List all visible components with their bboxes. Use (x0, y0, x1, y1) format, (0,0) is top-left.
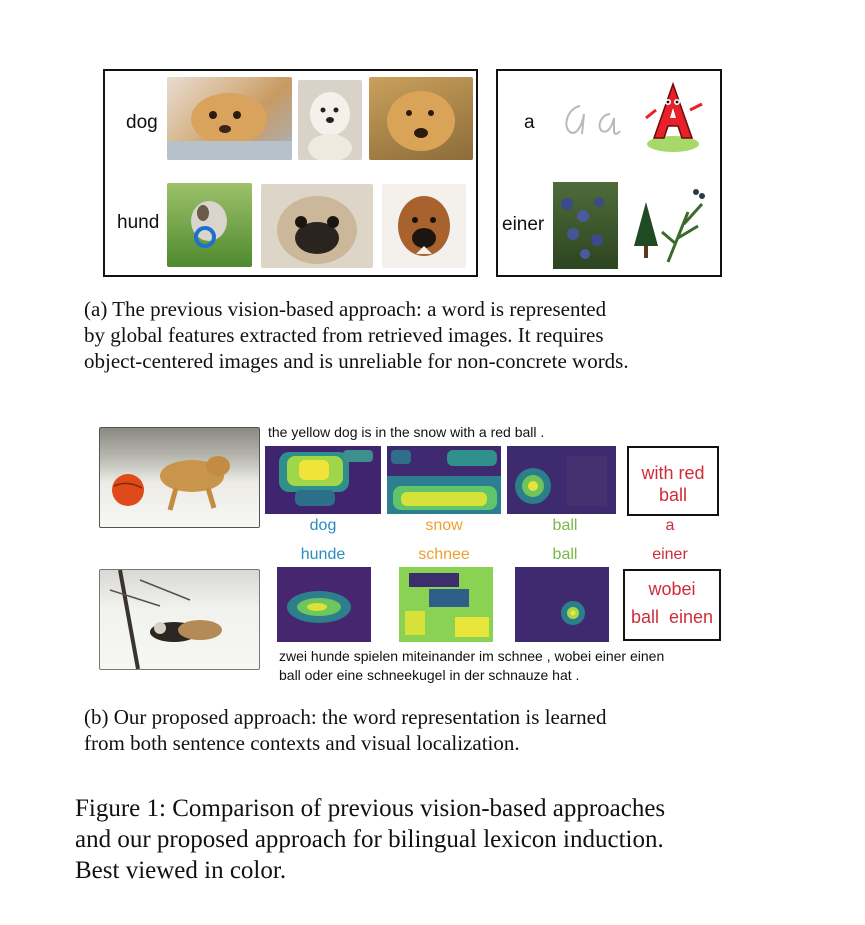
caption-a-line-1: (a) The previous vision-based approach: … (84, 297, 607, 321)
caption-a: (a) The previous vision-based approach: … (84, 296, 784, 374)
heatmap-de-hunde (277, 567, 371, 642)
panel-a-left-box (103, 69, 478, 277)
dog-photo-3 (369, 77, 473, 160)
label-hund: hund (117, 212, 160, 233)
dog-photo-1 (167, 77, 292, 160)
heatmap-de-schnee (399, 567, 493, 642)
caption-a-line-3: object-centered images and is unreliable… (84, 349, 629, 373)
word-de-hunde: hunde (300, 546, 346, 563)
snow-dog-photo (99, 427, 260, 528)
word-en-dog: dog (309, 517, 337, 534)
caption-b-line-1: (b) Our proposed approach: the word repr… (84, 705, 607, 729)
box-en-line-1: with red (641, 463, 705, 483)
figure-caption-line-1: Figure 1: Comparison of previous vision-… (75, 795, 666, 822)
caption-b: (b) Our proposed approach: the word repr… (84, 704, 784, 756)
cartoon-letter-a (640, 80, 706, 156)
box-en-line-2: ball (658, 485, 688, 505)
label-a: a (524, 112, 535, 133)
hund-photo-1 (167, 183, 252, 267)
word-de-ball: ball (552, 546, 578, 563)
heatmap-en-dog (265, 446, 381, 514)
juniper-tree-drawing (628, 182, 712, 266)
word-en-ball: ball (552, 517, 578, 534)
word-en-snow: snow (425, 517, 463, 534)
box-de-line-2: ball einen (630, 607, 714, 627)
label-einer: einer (502, 214, 545, 235)
figure-caption-line-2: and our proposed approach for bilingual … (75, 826, 664, 853)
panel-a-right-box (496, 69, 722, 277)
box-de-line-1: wobei (648, 579, 696, 599)
caption-b-line-2: from both sentence contexts and visual l… (84, 731, 520, 755)
heatmap-en-snow (387, 446, 501, 514)
box-en-context: with red ball (627, 446, 719, 516)
sentence-de: zwei hunde spielen miteinander im schnee… (279, 647, 664, 685)
dog-photo-2 (298, 80, 362, 160)
word-en-a: a (665, 517, 675, 534)
hund-photo-3 (382, 184, 466, 268)
heatmap-en-ball (507, 446, 616, 514)
cursive-letters (558, 96, 628, 140)
snow-dogs-playing-photo (99, 569, 260, 670)
sentence-en: the yellow dog is in the snow with a red… (268, 424, 545, 440)
heatmap-de-ball (515, 567, 609, 642)
box-de-context: wobei ball einen (623, 569, 721, 641)
hund-photo-2 (261, 184, 373, 268)
label-dog: dog (126, 112, 158, 133)
word-de-schnee: schnee (418, 546, 470, 563)
sentence-de-line-1: zwei hunde spielen miteinander im schnee… (279, 648, 665, 664)
caption-a-line-2: by global features extracted from retrie… (84, 323, 604, 347)
juniper-berries-photo (553, 182, 618, 269)
figure-caption-line-3: Best viewed in color. (75, 857, 287, 884)
sentence-de-line-2: ball oder eine schneekugel in der schnau… (279, 667, 580, 683)
word-de-einer: einer (652, 546, 688, 563)
figure-caption: Figure 1: Comparison of previous vision-… (75, 793, 835, 886)
